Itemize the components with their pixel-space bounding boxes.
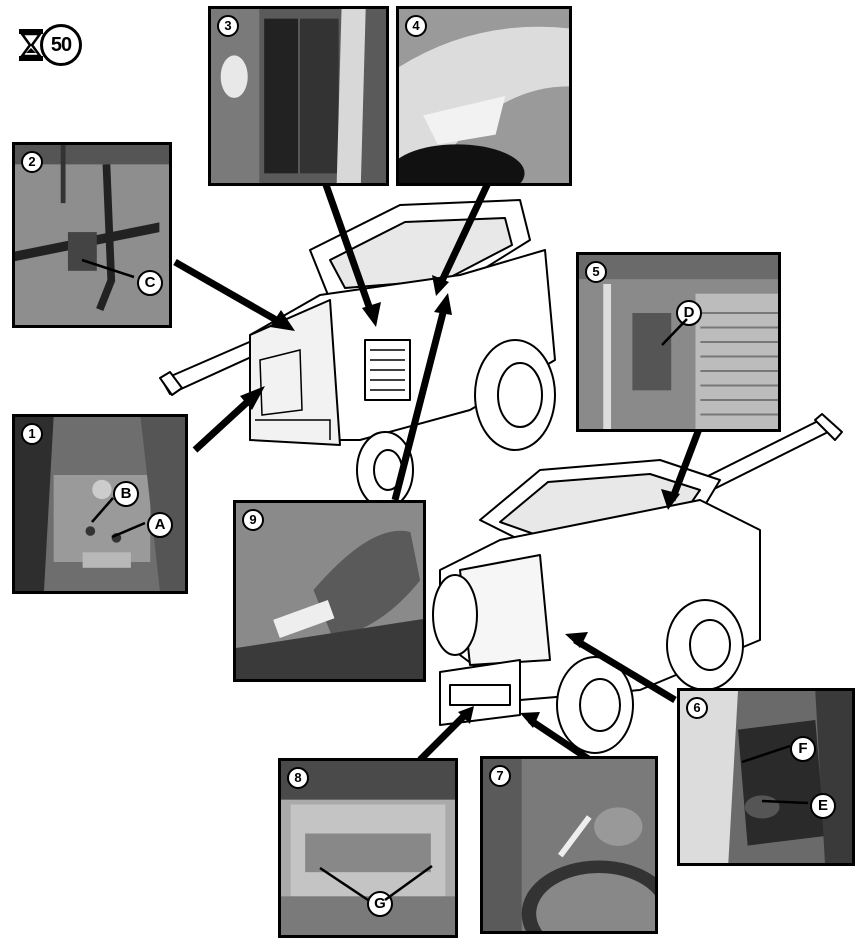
- photo-5: 5 D: [576, 252, 781, 432]
- callout-c: C: [137, 270, 163, 296]
- callout-g: G: [367, 891, 393, 917]
- hourglass-icon: [19, 29, 43, 61]
- photo-number: 3: [217, 15, 239, 37]
- photo-number: 4: [405, 15, 427, 37]
- photo-number: 2: [21, 151, 43, 173]
- photo-number: 1: [21, 423, 43, 445]
- photo-number: 7: [489, 765, 511, 787]
- callout-f: F: [790, 736, 816, 762]
- service-interval-hours: 50: [40, 24, 82, 66]
- photo-2: 2 C: [12, 142, 172, 328]
- photo-7: 7: [480, 756, 658, 934]
- photo-number: 5: [585, 261, 607, 283]
- photo-6: 6 F E: [677, 688, 855, 866]
- photo-8: 8 G: [278, 758, 458, 938]
- photo-6-image: [680, 691, 852, 863]
- callout-a: A: [147, 512, 173, 538]
- photo-1-image: [15, 417, 185, 591]
- photo-1: 1 B A: [12, 414, 188, 594]
- callout-e: E: [810, 793, 836, 819]
- photo-number: 9: [242, 509, 264, 531]
- photo-9: 9: [233, 500, 426, 682]
- photo-9-image: [236, 503, 423, 679]
- photo-5-image: [579, 255, 778, 429]
- photo-number: 6: [686, 697, 708, 719]
- callout-b: B: [113, 481, 139, 507]
- service-interval-badge: 50: [18, 22, 86, 68]
- photo-3: 3: [208, 6, 389, 186]
- photo-2-image: [15, 145, 169, 325]
- photo-7-image: [483, 759, 655, 931]
- photo-4: 4: [396, 6, 572, 186]
- photo-number: 8: [287, 767, 309, 789]
- photo-4-image: [399, 9, 569, 183]
- photo-3-image: [211, 9, 386, 183]
- callout-d: D: [676, 300, 702, 326]
